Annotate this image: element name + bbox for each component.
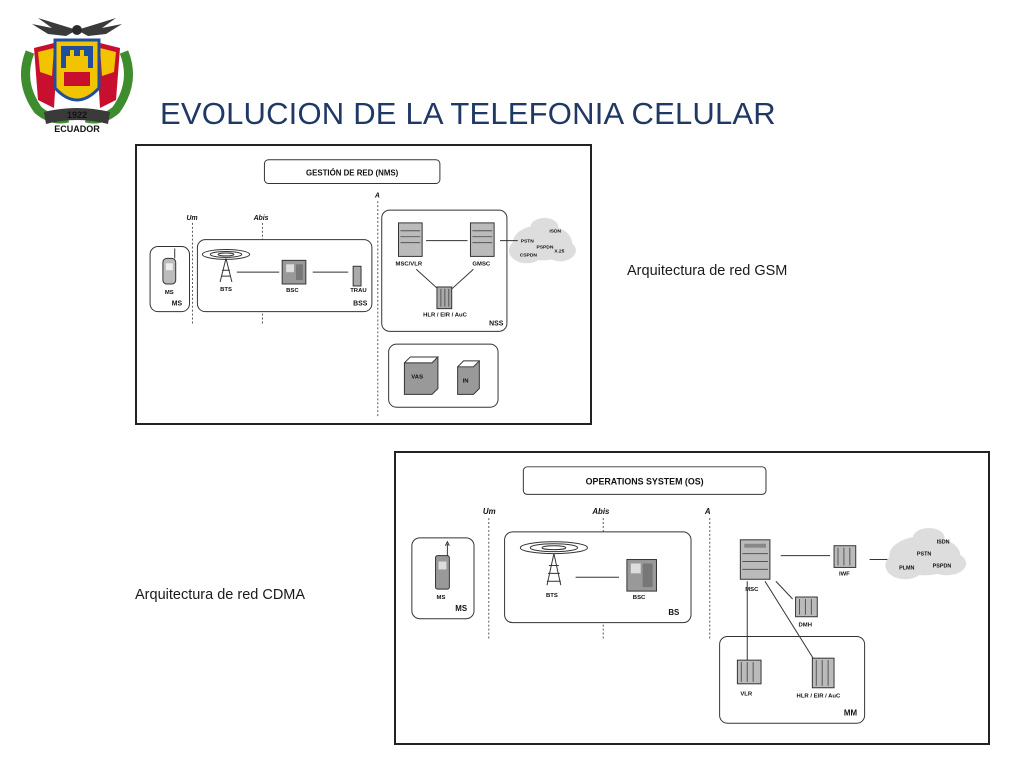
in-box-icon	[457, 359, 480, 395]
ms-group-label: MS	[455, 604, 467, 613]
os-label: OPERATIONS SYSTEM (OS)	[586, 477, 704, 487]
cloud-pspdn: PSPDN	[933, 563, 952, 569]
mobile-phone-icon	[162, 257, 177, 285]
vlr-database-icon	[736, 659, 762, 685]
gmsc-server-icon	[469, 222, 495, 257]
cloud-cspdn: CSPDN	[520, 252, 538, 258]
svg-text:1922: 1922	[67, 110, 87, 120]
iface-a: A	[704, 507, 711, 516]
mm-label: MM	[844, 708, 858, 717]
bts-tower-icon	[201, 249, 251, 283]
msc-vlr-label: MSC/VLR	[396, 261, 423, 267]
bts-label: BTS	[220, 287, 232, 293]
mobile-phone-icon	[435, 540, 450, 590]
cdma-caption: Arquitectura de red CDMA	[135, 587, 306, 603]
cloud-isdn: ISDN	[549, 229, 561, 235]
cdma-architecture-diagram: OPERATIONS SYSTEM (OS) Um Abis A MS MS B…	[394, 451, 990, 745]
vas-label: VAS	[411, 375, 423, 381]
nss-label: NSS	[489, 320, 504, 327]
trau-label: TRAU	[350, 288, 366, 294]
msc-vlr-server-icon	[398, 222, 423, 257]
iface-um: Um	[483, 507, 496, 516]
iwf-icon	[833, 545, 857, 568]
slide-title: EVOLUCION DE LA TELEFONIA CELULAR	[160, 96, 776, 131]
gmsc-label: GMSC	[472, 261, 490, 267]
hlr-database-icon	[811, 657, 835, 689]
bs-label: BS	[668, 608, 679, 617]
iface-abis: Abis	[591, 507, 610, 516]
nms-label: GESTIÓN DE RED (NMS)	[306, 169, 399, 178]
dmh-icon	[795, 596, 818, 618]
ms-label: MS	[437, 595, 446, 601]
gsm-architecture-diagram: GESTIÓN DE RED (NMS) Um Abis A MS MS BTS	[135, 144, 592, 425]
bts-label: BTS	[546, 593, 558, 599]
external-networks-cloud-icon	[885, 527, 967, 580]
bsc-icon	[626, 559, 657, 592]
cloud-pstn: PSTN	[917, 552, 932, 558]
msc-server-icon	[739, 539, 771, 580]
vas-box-icon	[403, 355, 439, 395]
bsc-icon	[281, 259, 307, 285]
trau-icon	[352, 265, 362, 287]
iwf-label: IWF	[839, 571, 850, 577]
external-networks-cloud-icon	[508, 217, 576, 264]
msc-label: MSC	[745, 587, 759, 593]
coat-of-arms-logo: 1922 ECUADOR	[8, 12, 146, 134]
bss-label: BSS	[353, 301, 368, 308]
cloud-pspdn: PSPDN	[537, 245, 554, 251]
bsc-label: BSC	[286, 288, 299, 294]
vlr-label: VLR	[740, 692, 753, 698]
dmh-label: DMH	[799, 623, 812, 629]
hlr-database-icon	[436, 286, 453, 310]
iface-um: Um	[187, 215, 198, 222]
ms-label: MS	[165, 290, 174, 296]
svg-text:ECUADOR: ECUADOR	[54, 124, 100, 134]
bts-tower-icon	[519, 541, 588, 586]
hlr-label: HLR / EIR / AuC	[797, 694, 841, 700]
gsm-caption: Arquitectura de red GSM	[627, 263, 788, 279]
cloud-plmn: PLMN	[899, 565, 914, 571]
cloud-isdn: ISDN	[937, 540, 950, 546]
iface-a: A	[374, 192, 380, 199]
ms-group-label: MS	[172, 301, 183, 308]
cloud-x25: X.25	[554, 248, 564, 254]
in-label: IN	[463, 379, 469, 385]
cloud-pstn: PSTN	[521, 239, 535, 245]
hlr-label: HLR / EIR / AuC	[423, 313, 467, 319]
bsc-label: BSC	[633, 595, 646, 601]
iface-abis: Abis	[253, 215, 269, 222]
